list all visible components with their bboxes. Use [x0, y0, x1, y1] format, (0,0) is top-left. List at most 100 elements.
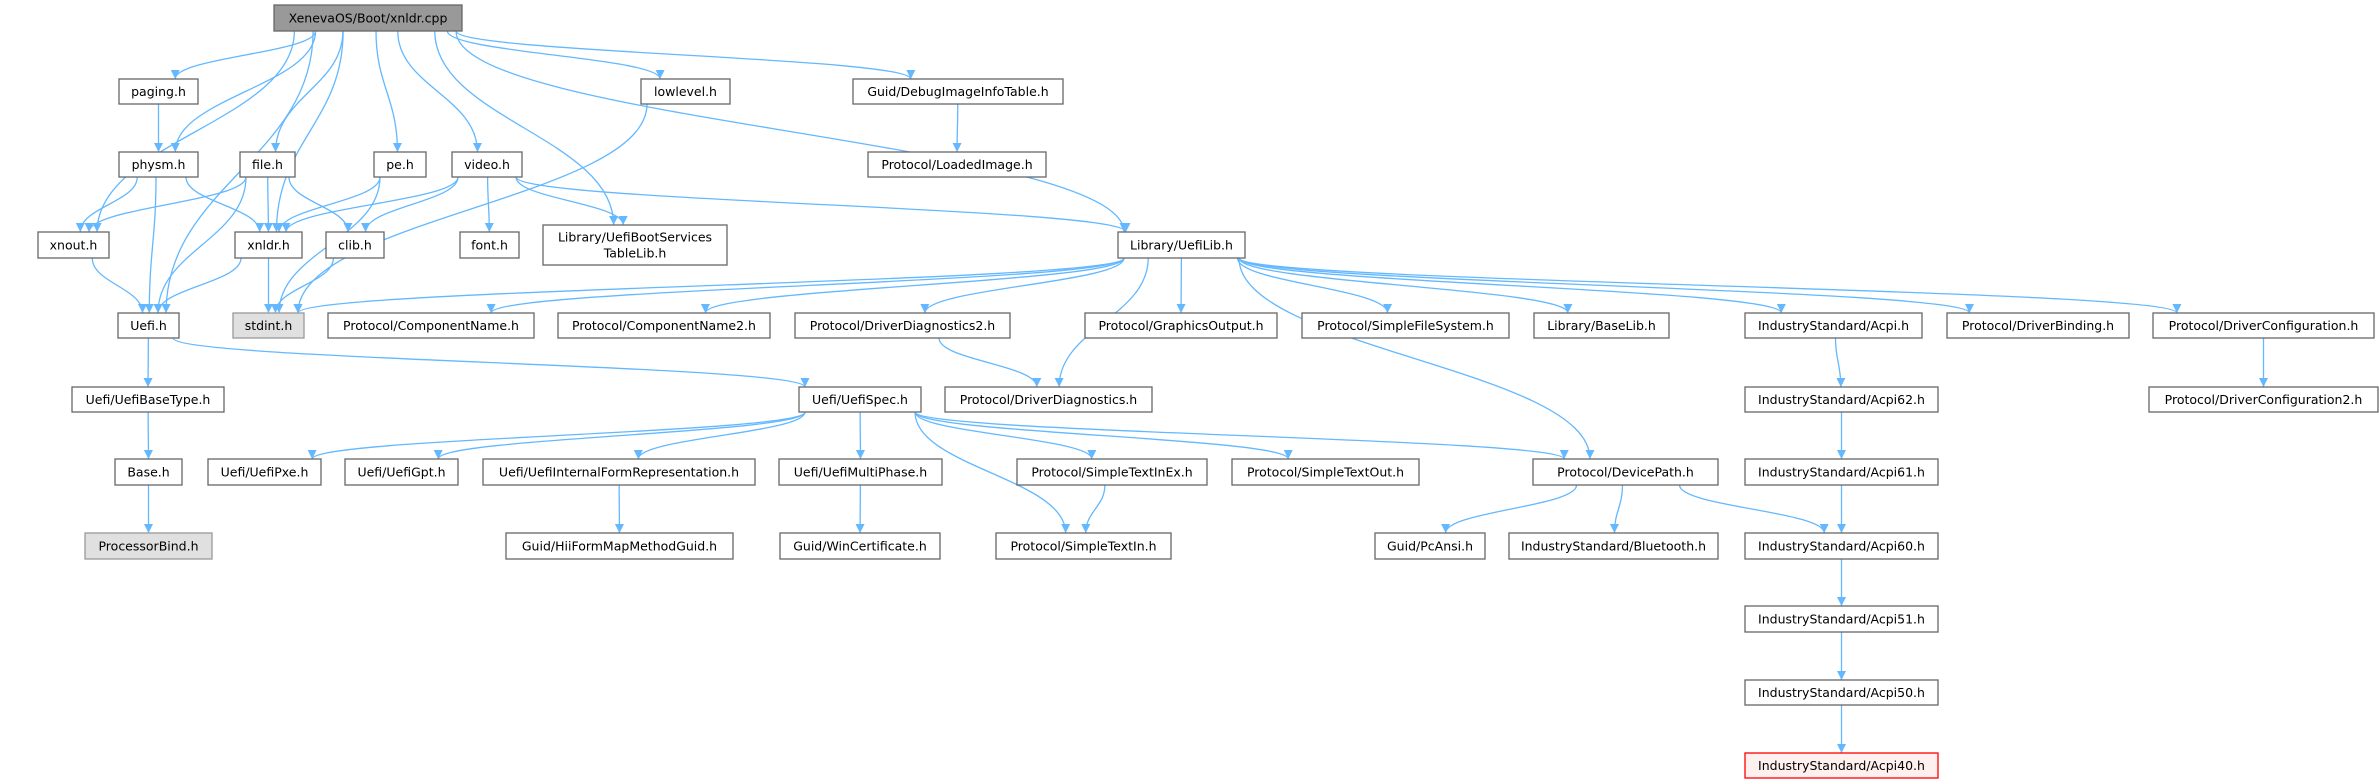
node-devpath[interactable]: Protocol/DevicePath.h — [1532, 458, 1719, 486]
edge-root-to-bootsvc — [434, 30, 619, 226]
node-box — [1744, 458, 1939, 486]
node-compname2[interactable]: Protocol/ComponentName2.h — [557, 312, 771, 339]
node-uefispec[interactable]: Uefi/UefiSpec.h — [798, 386, 922, 413]
node-drvdiag[interactable]: Protocol/DriverDiagnostics.h — [944, 386, 1153, 413]
node-box — [451, 151, 523, 178]
nodes-layer: XenevaOS/Boot/xnldr.cpp paging.h lowlevel.… — [37, 4, 2379, 779]
node-acpi[interactable]: IndustryStandard/Acpi.h — [1744, 312, 1923, 339]
node-label: Uefi.h — [130, 318, 167, 333]
node-drvconf2[interactable]: Protocol/DriverConfiguration2.h — [2148, 386, 2379, 413]
node-ifr[interactable]: Uefi/UefiInternalFormRepresentation.h — [482, 458, 756, 486]
node-acpi60[interactable]: IndustryStandard/Acpi60.h — [1744, 532, 1939, 560]
node-pxe[interactable]: Uefi/UefiPxe.h — [207, 458, 322, 486]
node-font[interactable]: font.h — [459, 231, 520, 259]
node-file[interactable]: file.h — [239, 151, 296, 178]
edge-uefilib-to-compname — [486, 257, 1125, 314]
node-gop[interactable]: Protocol/GraphicsOutput.h — [1084, 312, 1278, 339]
node-root[interactable]: XenevaOS/Boot/xnldr.cpp — [273, 4, 463, 32]
node-hiiform[interactable]: Guid/HiiFormMapMethodGuid.h — [505, 532, 734, 560]
node-box — [482, 458, 756, 486]
node-box — [37, 231, 110, 259]
node-box — [1084, 312, 1278, 339]
node-label: Protocol/DriverBinding.h — [1962, 318, 2114, 333]
node-label: Protocol/ComponentName2.h — [572, 318, 756, 333]
node-stinex[interactable]: Protocol/SimpleTextInEx.h — [1016, 458, 1208, 486]
node-drvbind[interactable]: Protocol/DriverBinding.h — [1946, 312, 2130, 339]
node-label: Uefi/UefiMultiPhase.h — [794, 465, 927, 480]
node-label: xnldr.h — [247, 238, 290, 253]
node-box — [84, 532, 213, 560]
node-box — [373, 151, 427, 178]
node-stout[interactable]: Protocol/SimpleTextOut.h — [1231, 458, 1420, 486]
edge-uefilib-to-drvbind — [1238, 257, 1974, 314]
node-box — [944, 386, 1153, 413]
node-bluetooth[interactable]: IndustryStandard/Bluetooth.h — [1508, 532, 1719, 560]
node-wincert[interactable]: Guid/WinCertificate.h — [779, 532, 941, 560]
node-debugimg[interactable]: Guid/DebugImageInfoTable.h — [852, 78, 1064, 105]
node-sfs[interactable]: Protocol/SimpleFileSystem.h — [1301, 312, 1510, 339]
node-acpi51[interactable]: IndustryStandard/Acpi51.h — [1744, 605, 1939, 633]
edge-root-to-video — [397, 30, 482, 153]
node-box — [1744, 386, 1939, 413]
node-physm[interactable]: physm.h — [118, 151, 199, 178]
node-stin[interactable]: Protocol/SimpleTextIn.h — [995, 532, 1172, 560]
node-box — [2148, 386, 2379, 413]
node-label: Protocol/DriverDiagnostics.h — [960, 392, 1137, 407]
node-drvdiag2[interactable]: Protocol/DriverDiagnostics2.h — [794, 312, 1011, 339]
node-base[interactable]: Base.h — [114, 458, 183, 486]
edge-video-to-xnldr — [281, 176, 459, 233]
edge-uefispec-to-pxe — [307, 411, 806, 460]
edge-uefilib-to-acpi — [1238, 257, 1786, 314]
node-pcansi[interactable]: Guid/PcAnsi.h — [1374, 532, 1486, 560]
node-box — [779, 532, 941, 560]
node-xnldr[interactable]: xnldr.h — [234, 231, 303, 259]
node-box — [640, 78, 731, 105]
node-box — [542, 224, 728, 266]
node-compname[interactable]: Protocol/ComponentName.h — [327, 312, 535, 339]
node-label: Library/UefiBootServices — [558, 230, 712, 245]
edge-video-to-font — [484, 176, 494, 233]
edge-xnldr-to-uefi — [153, 257, 242, 314]
node-loadedimage[interactable]: Protocol/LoadedImage.h — [867, 151, 1047, 178]
edge-uefispec-to-stout — [914, 411, 1293, 460]
node-acpi40[interactable]: IndustryStandard/Acpi40.h — [1744, 752, 1939, 779]
edge-video-to-uefilib — [515, 176, 1131, 233]
node-pe[interactable]: pe.h — [373, 151, 427, 178]
node-drvconf[interactable]: Protocol/DriverConfiguration.h — [2152, 312, 2375, 339]
node-acpi61[interactable]: IndustryStandard/Acpi61.h — [1744, 458, 1939, 486]
node-label: Protocol/SimpleTextInEx.h — [1031, 465, 1192, 480]
node-box — [1533, 312, 1670, 339]
edge-debugimg-to-loadedimage — [952, 103, 962, 153]
node-gpt[interactable]: Uefi/UefiGpt.h — [344, 458, 459, 486]
node-box — [505, 532, 734, 560]
node-label: physm.h — [132, 157, 186, 172]
edge-physm-to-uefi — [144, 176, 157, 314]
node-video[interactable]: video.h — [451, 151, 523, 178]
node-baselib[interactable]: Library/BaseLib.h — [1533, 312, 1670, 339]
node-acpi50[interactable]: IndustryStandard/Acpi50.h — [1744, 679, 1939, 706]
node-acpi62[interactable]: IndustryStandard/Acpi62.h — [1744, 386, 1939, 413]
node-label: IndustryStandard/Bluetooth.h — [1521, 539, 1706, 554]
node-label: file.h — [252, 157, 283, 172]
node-label: pe.h — [386, 157, 414, 172]
node-paging[interactable]: paging.h — [118, 78, 199, 105]
edge-uefispec-to-stin — [914, 411, 1071, 534]
node-label: Uefi/UefiPxe.h — [221, 465, 309, 480]
node-clib[interactable]: clib.h — [325, 231, 385, 259]
node-procbind[interactable]: ProcessorBind.h — [84, 532, 213, 560]
node-uefilib[interactable]: Library/UefiLib.h — [1117, 231, 1246, 259]
node-basetype[interactable]: Uefi/UefiBaseType.h — [71, 386, 225, 413]
node-label: Protocol/ComponentName.h — [343, 318, 519, 333]
node-box — [1117, 231, 1246, 259]
node-label: font.h — [471, 238, 508, 253]
node-uefi[interactable]: Uefi.h — [117, 312, 180, 339]
node-label: Protocol/SimpleFileSystem.h — [1317, 318, 1494, 333]
node-box — [2152, 312, 2375, 339]
node-lowlevel[interactable]: lowlevel.h — [640, 78, 731, 105]
node-label: Protocol/SimpleTextOut.h — [1247, 465, 1404, 480]
node-xnout[interactable]: xnout.h — [37, 231, 110, 259]
node-stdint[interactable]: stdint.h — [232, 312, 305, 339]
node-multiphase[interactable]: Uefi/UefiMultiPhase.h — [778, 458, 943, 486]
